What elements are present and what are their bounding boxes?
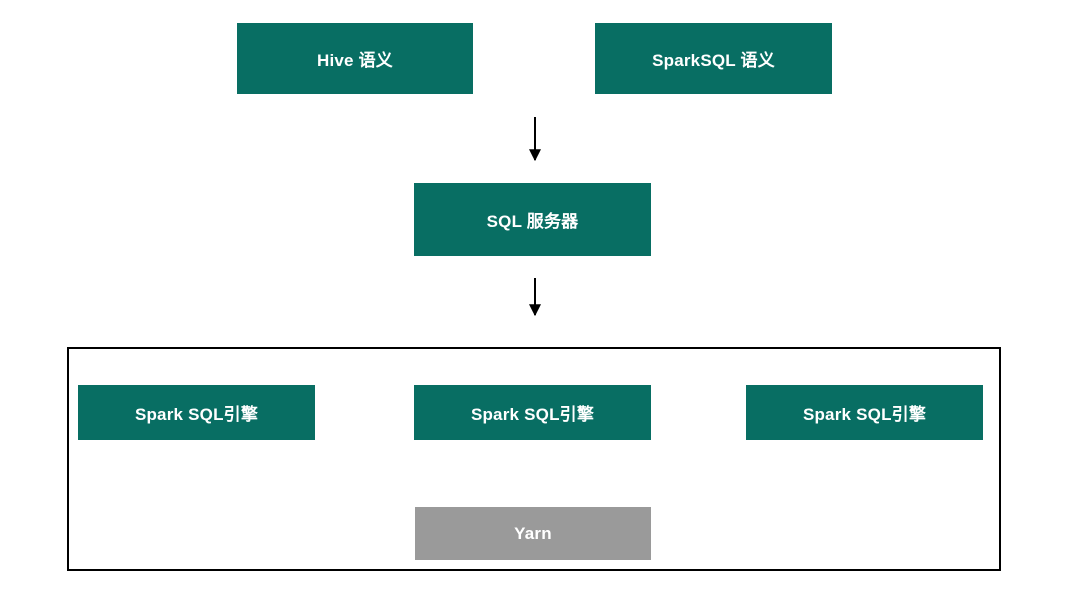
- node-sql-server-label: SQL 服务器: [486, 212, 579, 231]
- node-yarn: Yarn: [415, 507, 651, 560]
- node-yarn-label: Yarn: [514, 523, 552, 543]
- node-hive-semantics-label: Hive 语义: [316, 51, 394, 70]
- node-hive-semantics: Hive 语义: [237, 23, 473, 94]
- node-spark-sql-engine-1: Spark SQL引擎: [78, 385, 315, 440]
- node-spark-sql-engine-3-label: Spark SQL引擎: [802, 405, 927, 424]
- node-sparksql-semantics: SparkSQL 语义: [595, 23, 832, 94]
- node-spark-sql-engine-1-label: Spark SQL引擎: [134, 405, 259, 424]
- node-sparksql-semantics-label: SparkSQL 语义: [652, 51, 775, 70]
- node-spark-sql-engine-3: Spark SQL引擎: [746, 385, 983, 440]
- node-spark-sql-engine-2-label: Spark SQL引擎: [470, 405, 595, 424]
- node-sql-server: SQL 服务器: [414, 183, 651, 256]
- node-spark-sql-engine-2: Spark SQL引擎: [414, 385, 651, 440]
